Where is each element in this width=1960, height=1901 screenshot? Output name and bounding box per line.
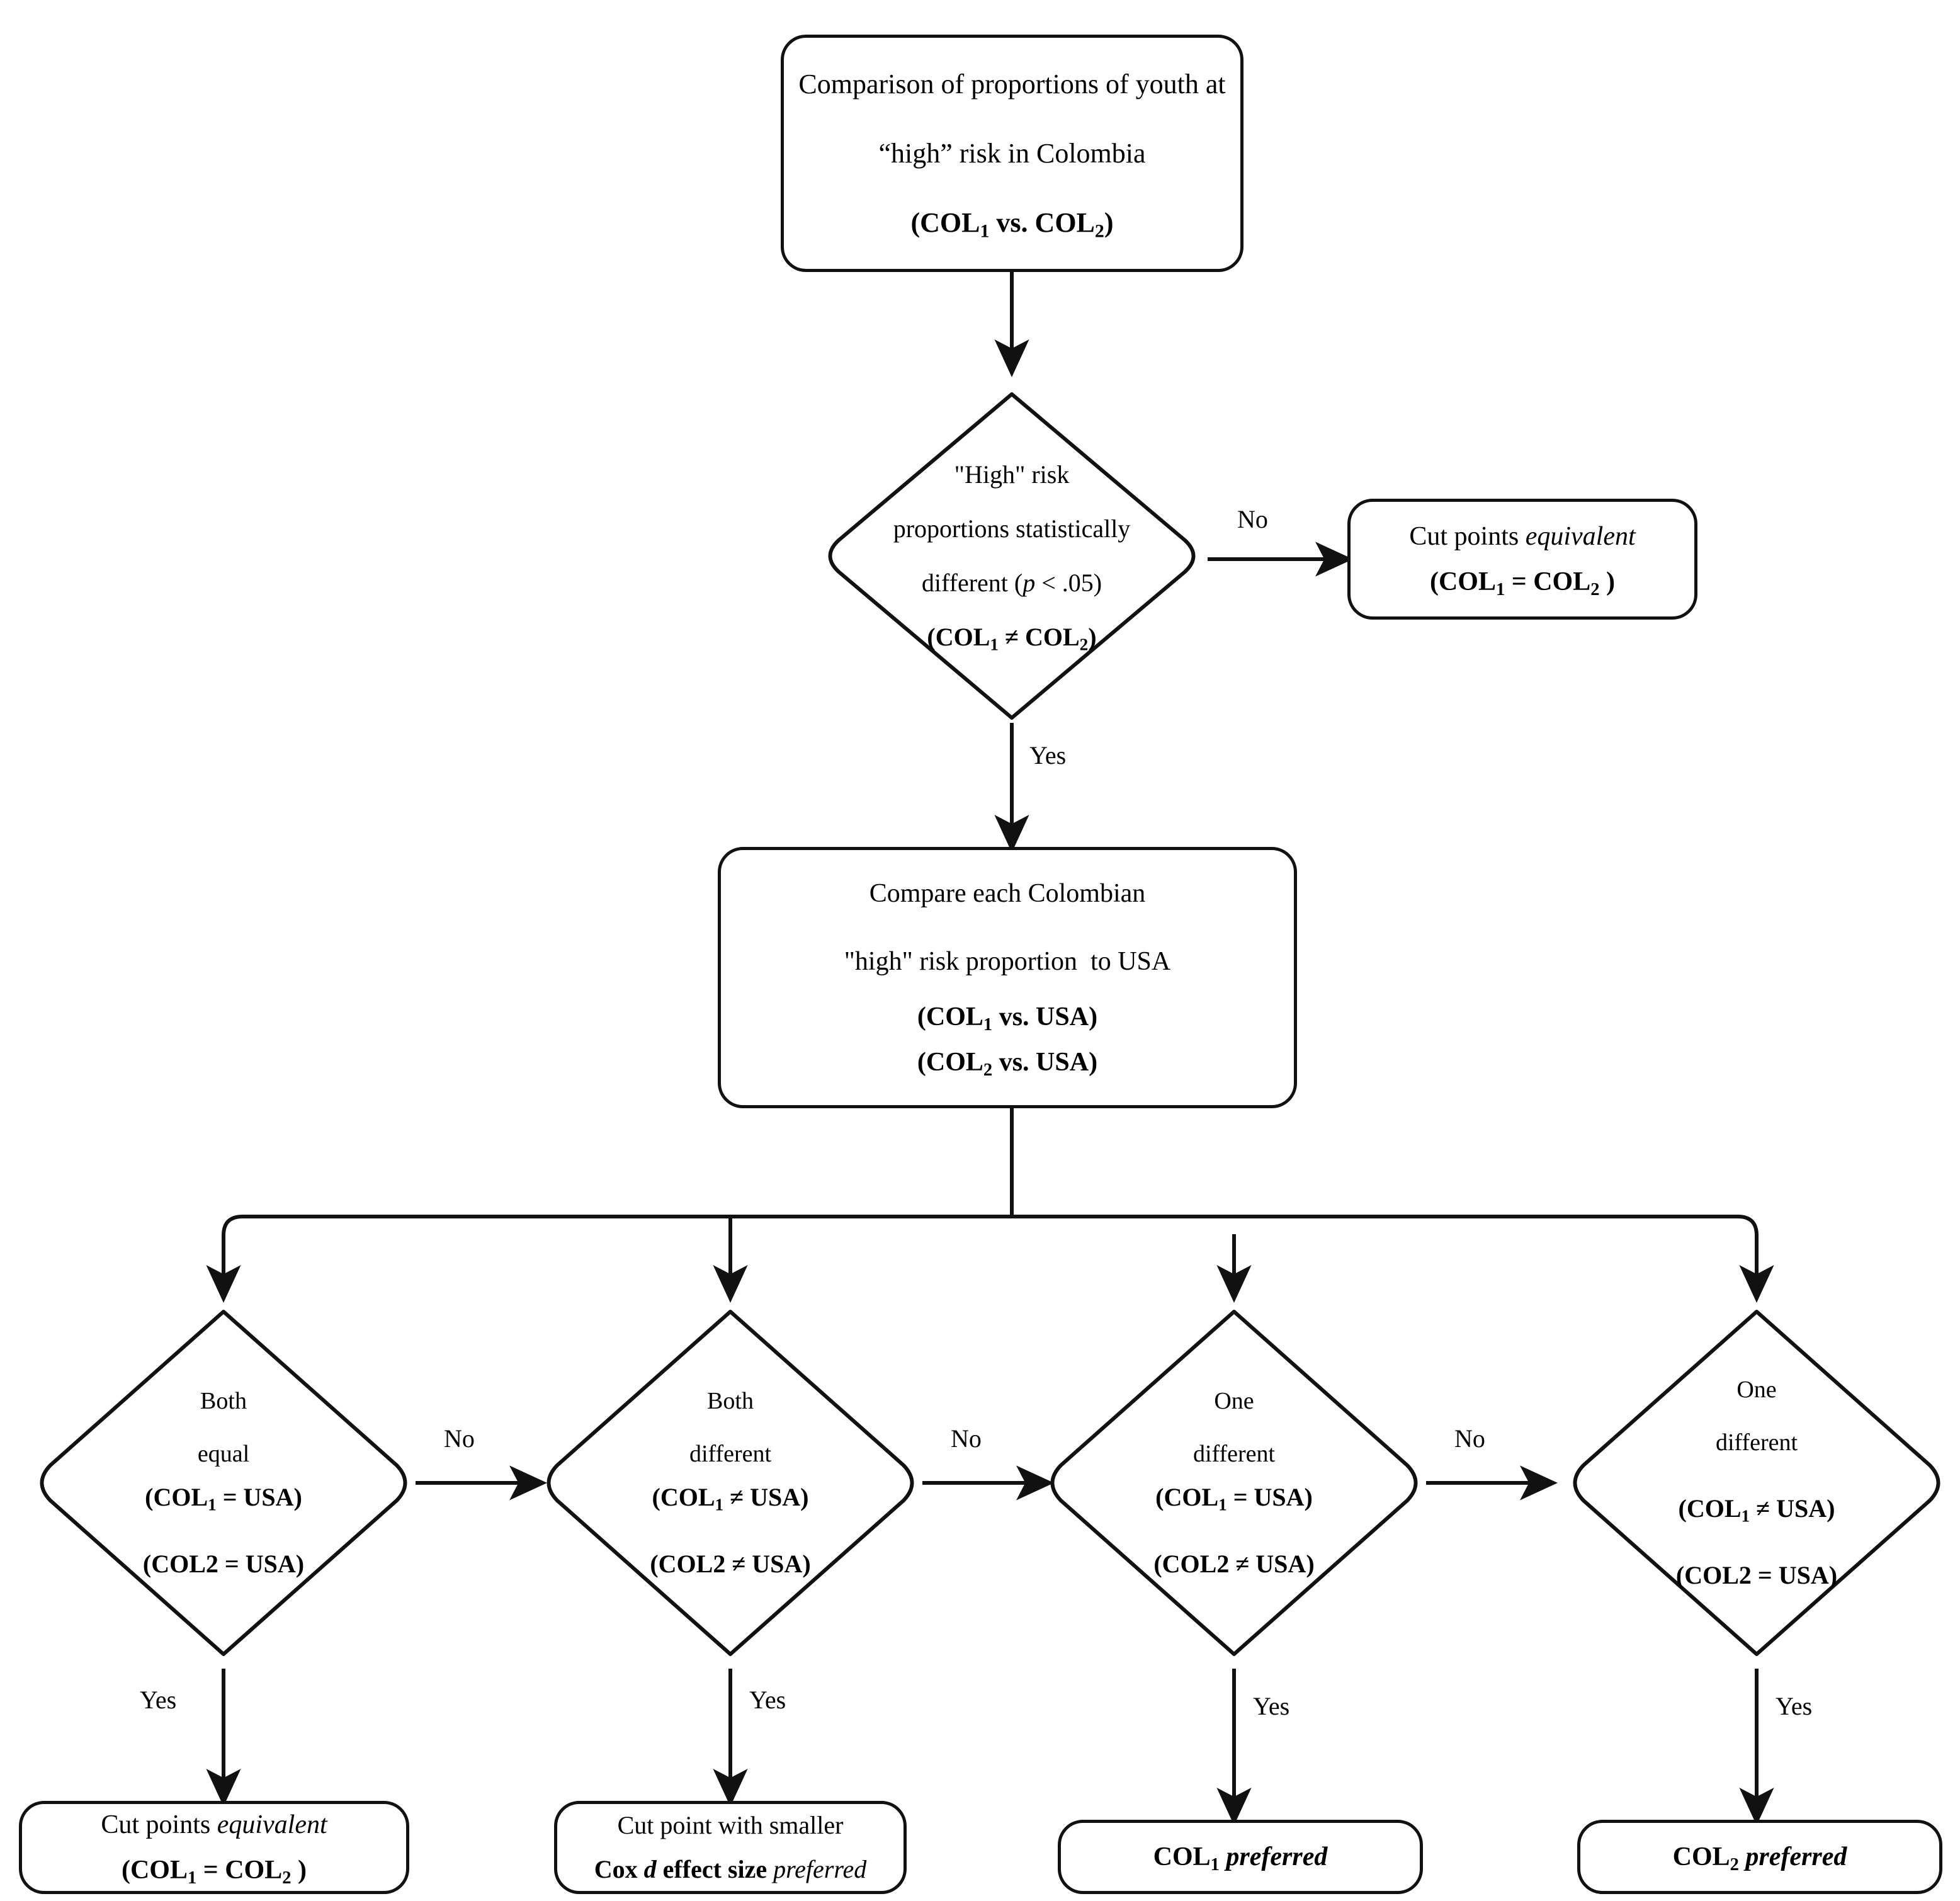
result-box-equivalent[interactable]: Cut points equivalent (COL1 = COL2 )	[19, 1801, 409, 1894]
edge-label-yes-3: Yes	[1253, 1692, 1290, 1720]
decision-both-equal-shape	[40, 1310, 407, 1656]
result-box-cox-d[interactable]: Cut point with smaller Cox d effect size…	[554, 1801, 907, 1894]
decision-one-different-a[interactable]: One different (COL1 = USA) (COL2 ≠ USA)	[1039, 1307, 1429, 1659]
edge-label-yes-top: Yes	[1029, 741, 1067, 769]
edge-label-no-1: No	[444, 1424, 475, 1453]
start-box-line-2: “high” risk in Colombia	[878, 137, 1146, 169]
result-1-line-1: Cut points equivalent	[101, 1810, 327, 1839]
result-2-line-1: Cut point with smaller	[617, 1811, 844, 1839]
edge-label-yes-1: Yes	[140, 1686, 177, 1714]
result-box-col2-preferred[interactable]: COL2 preferred	[1577, 1820, 1942, 1894]
result-1-line-2: (COL1 = COL2 )	[121, 1856, 307, 1888]
edge-label-no-2: No	[951, 1424, 982, 1453]
compare-usa-line-1: Compare each Colombian	[869, 878, 1146, 908]
compare-usa-line-2: "high" risk proportion to USA	[844, 946, 1171, 976]
decision-both-equal[interactable]: Both equal (COL1 = USA) (COL2 = USA)	[28, 1307, 419, 1659]
edge-label-yes-4: Yes	[1776, 1692, 1813, 1720]
decision-top-shape	[828, 392, 1196, 720]
result-box-col1-preferred[interactable]: COL1 preferred	[1058, 1820, 1423, 1894]
decision-both-different-shape	[547, 1310, 914, 1656]
decision-top[interactable]: "High" risk proportions statistically di…	[817, 389, 1207, 723]
decision-one-different-a-shape	[1050, 1310, 1418, 1656]
equivalent-box-right-line-2: (COL1 = COL2 )	[1429, 567, 1615, 599]
fanout-bus	[222, 1215, 1759, 1257]
edge-label-no-3: No	[1454, 1424, 1485, 1453]
start-box[interactable]: Comparison of proportions of youth at “h…	[781, 35, 1243, 272]
decision-both-different[interactable]: Both different (COL1 ≠ USA) (COL2 ≠ USA)	[535, 1307, 926, 1659]
equivalent-box-right[interactable]: Cut points equivalent (COL1 = COL2 )	[1347, 499, 1697, 620]
result-3-line-1: COL1 preferred	[1153, 1842, 1328, 1875]
edge-label-no-top: No	[1237, 505, 1268, 533]
result-2-line-2: Cox d effect size preferred	[594, 1855, 867, 1883]
compare-usa-box[interactable]: Compare each Colombian "high" risk propo…	[718, 847, 1297, 1108]
result-4-line-1: COL2 preferred	[1672, 1842, 1847, 1875]
decision-one-different-b[interactable]: One different (COL1 ≠ USA) (COL2 = USA)	[1561, 1307, 1952, 1659]
compare-usa-line-4: (COL2 vs. USA)	[917, 1047, 1098, 1080]
equivalent-box-right-line-1: Cut points equivalent	[1409, 522, 1636, 551]
compare-usa-line-3: (COL1 vs. USA)	[917, 1002, 1098, 1035]
edge-label-yes-2: Yes	[749, 1686, 786, 1714]
decision-one-different-b-shape	[1573, 1310, 1940, 1656]
start-box-line-3: (COL1 vs. COL2)	[910, 207, 1114, 241]
start-box-line-1: Comparison of proportions of youth at	[798, 68, 1226, 99]
